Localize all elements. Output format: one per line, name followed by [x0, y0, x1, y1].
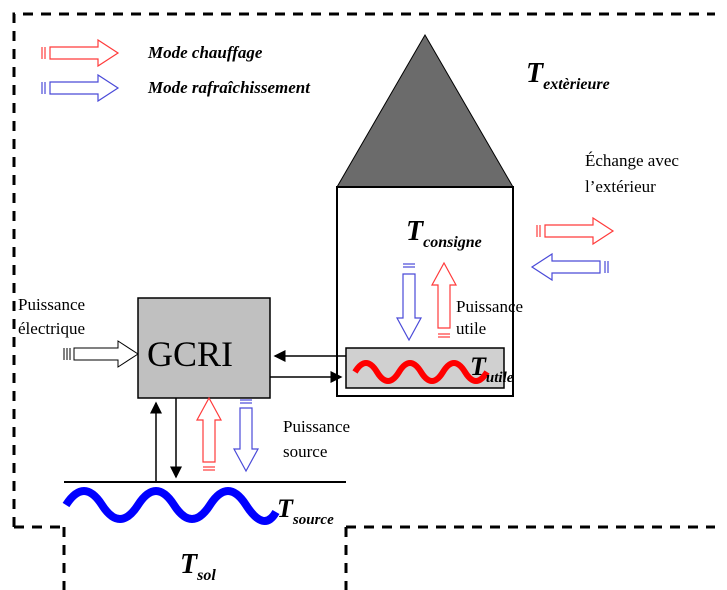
source-power-line1: Puissance — [283, 417, 350, 436]
exchange-heating-arrow — [536, 216, 615, 246]
useful-power-line2: utile — [456, 319, 486, 338]
exchange-label-line2: l’extérieur — [585, 177, 656, 196]
exterior-boundary — [12, 12, 715, 529]
source-wave — [62, 487, 280, 525]
exchange-label-line1: Échange avec — [585, 151, 679, 170]
legend-heating-label: Mode chauffage — [147, 43, 263, 62]
gcri-box — [137, 297, 271, 399]
source-cooling-arrow — [232, 399, 260, 473]
electric-power-line2: électrique — [18, 319, 85, 338]
legend-heating-arrow — [41, 38, 120, 68]
house-roof — [336, 34, 514, 188]
legend-cooling-arrow — [41, 73, 120, 103]
t-useful: Tutile — [470, 352, 514, 386]
electric-power-line1: Puissance — [18, 295, 85, 314]
source-heating-arrow — [195, 396, 223, 471]
source-power-line2: source — [283, 442, 327, 461]
electric-power-arrow — [63, 340, 139, 368]
t-source: Tsource — [277, 494, 334, 528]
useful-wave — [352, 360, 490, 384]
legend-cooling-label: Mode rafraîchissement — [147, 78, 311, 97]
exchange-cooling-arrow — [530, 252, 609, 282]
useful-power-line1: Puissance — [456, 297, 523, 316]
useful-cooling-arrow — [395, 263, 423, 342]
t-setpoint: Tconsigne — [406, 216, 482, 251]
t-ground: Tsol — [180, 549, 216, 584]
t-exterior: Textèrieure — [526, 58, 610, 93]
useful-heating-arrow — [430, 261, 458, 338]
gcri-label: GCRI — [147, 334, 233, 374]
